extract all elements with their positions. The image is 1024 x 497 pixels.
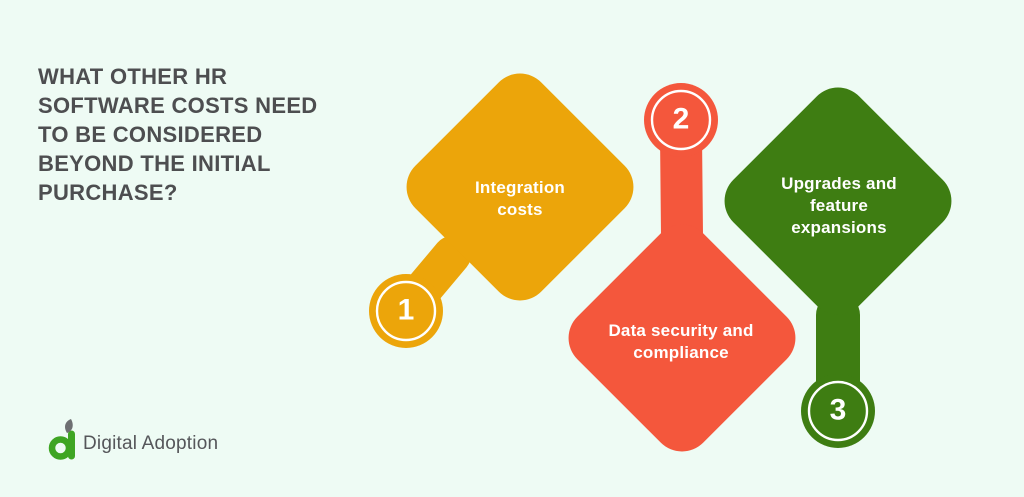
step-3-badge-ring xyxy=(807,380,869,442)
step-2-number-badge xyxy=(644,83,718,157)
step-2-number: 2 xyxy=(672,102,690,136)
page-title: WHAT OTHER HR SOFTWARE COSTS NEED TO BE … xyxy=(38,64,318,205)
step-1-label: Integration costs xyxy=(474,178,566,219)
step-1-badge-ring xyxy=(375,280,437,342)
step-3-label: Upgrades and feature expansions xyxy=(781,174,897,237)
logo-leaf xyxy=(65,419,73,433)
step-3-number: 3 xyxy=(829,393,847,427)
step-1-group xyxy=(369,73,634,348)
step-3-number-badge xyxy=(801,374,875,448)
step-1-number-badge xyxy=(369,274,443,348)
step-2-diamond-shape xyxy=(568,224,796,452)
logo: Digital Adoption xyxy=(44,418,218,462)
logo-text: Digital Adoption xyxy=(83,433,219,454)
step-2-group xyxy=(568,83,796,452)
step-3-group xyxy=(724,87,952,448)
logo-d-bowl xyxy=(48,436,73,460)
logo-d-stem xyxy=(68,430,75,460)
step-3-diamond-shape xyxy=(724,87,952,315)
step-2-badge-ring xyxy=(650,89,712,151)
digital-adoption-logo-icon xyxy=(48,419,75,460)
step-1-diamond-shape xyxy=(406,73,634,301)
step-2-label: Data security and compliance xyxy=(608,321,754,362)
step-1-number: 1 xyxy=(397,293,415,327)
